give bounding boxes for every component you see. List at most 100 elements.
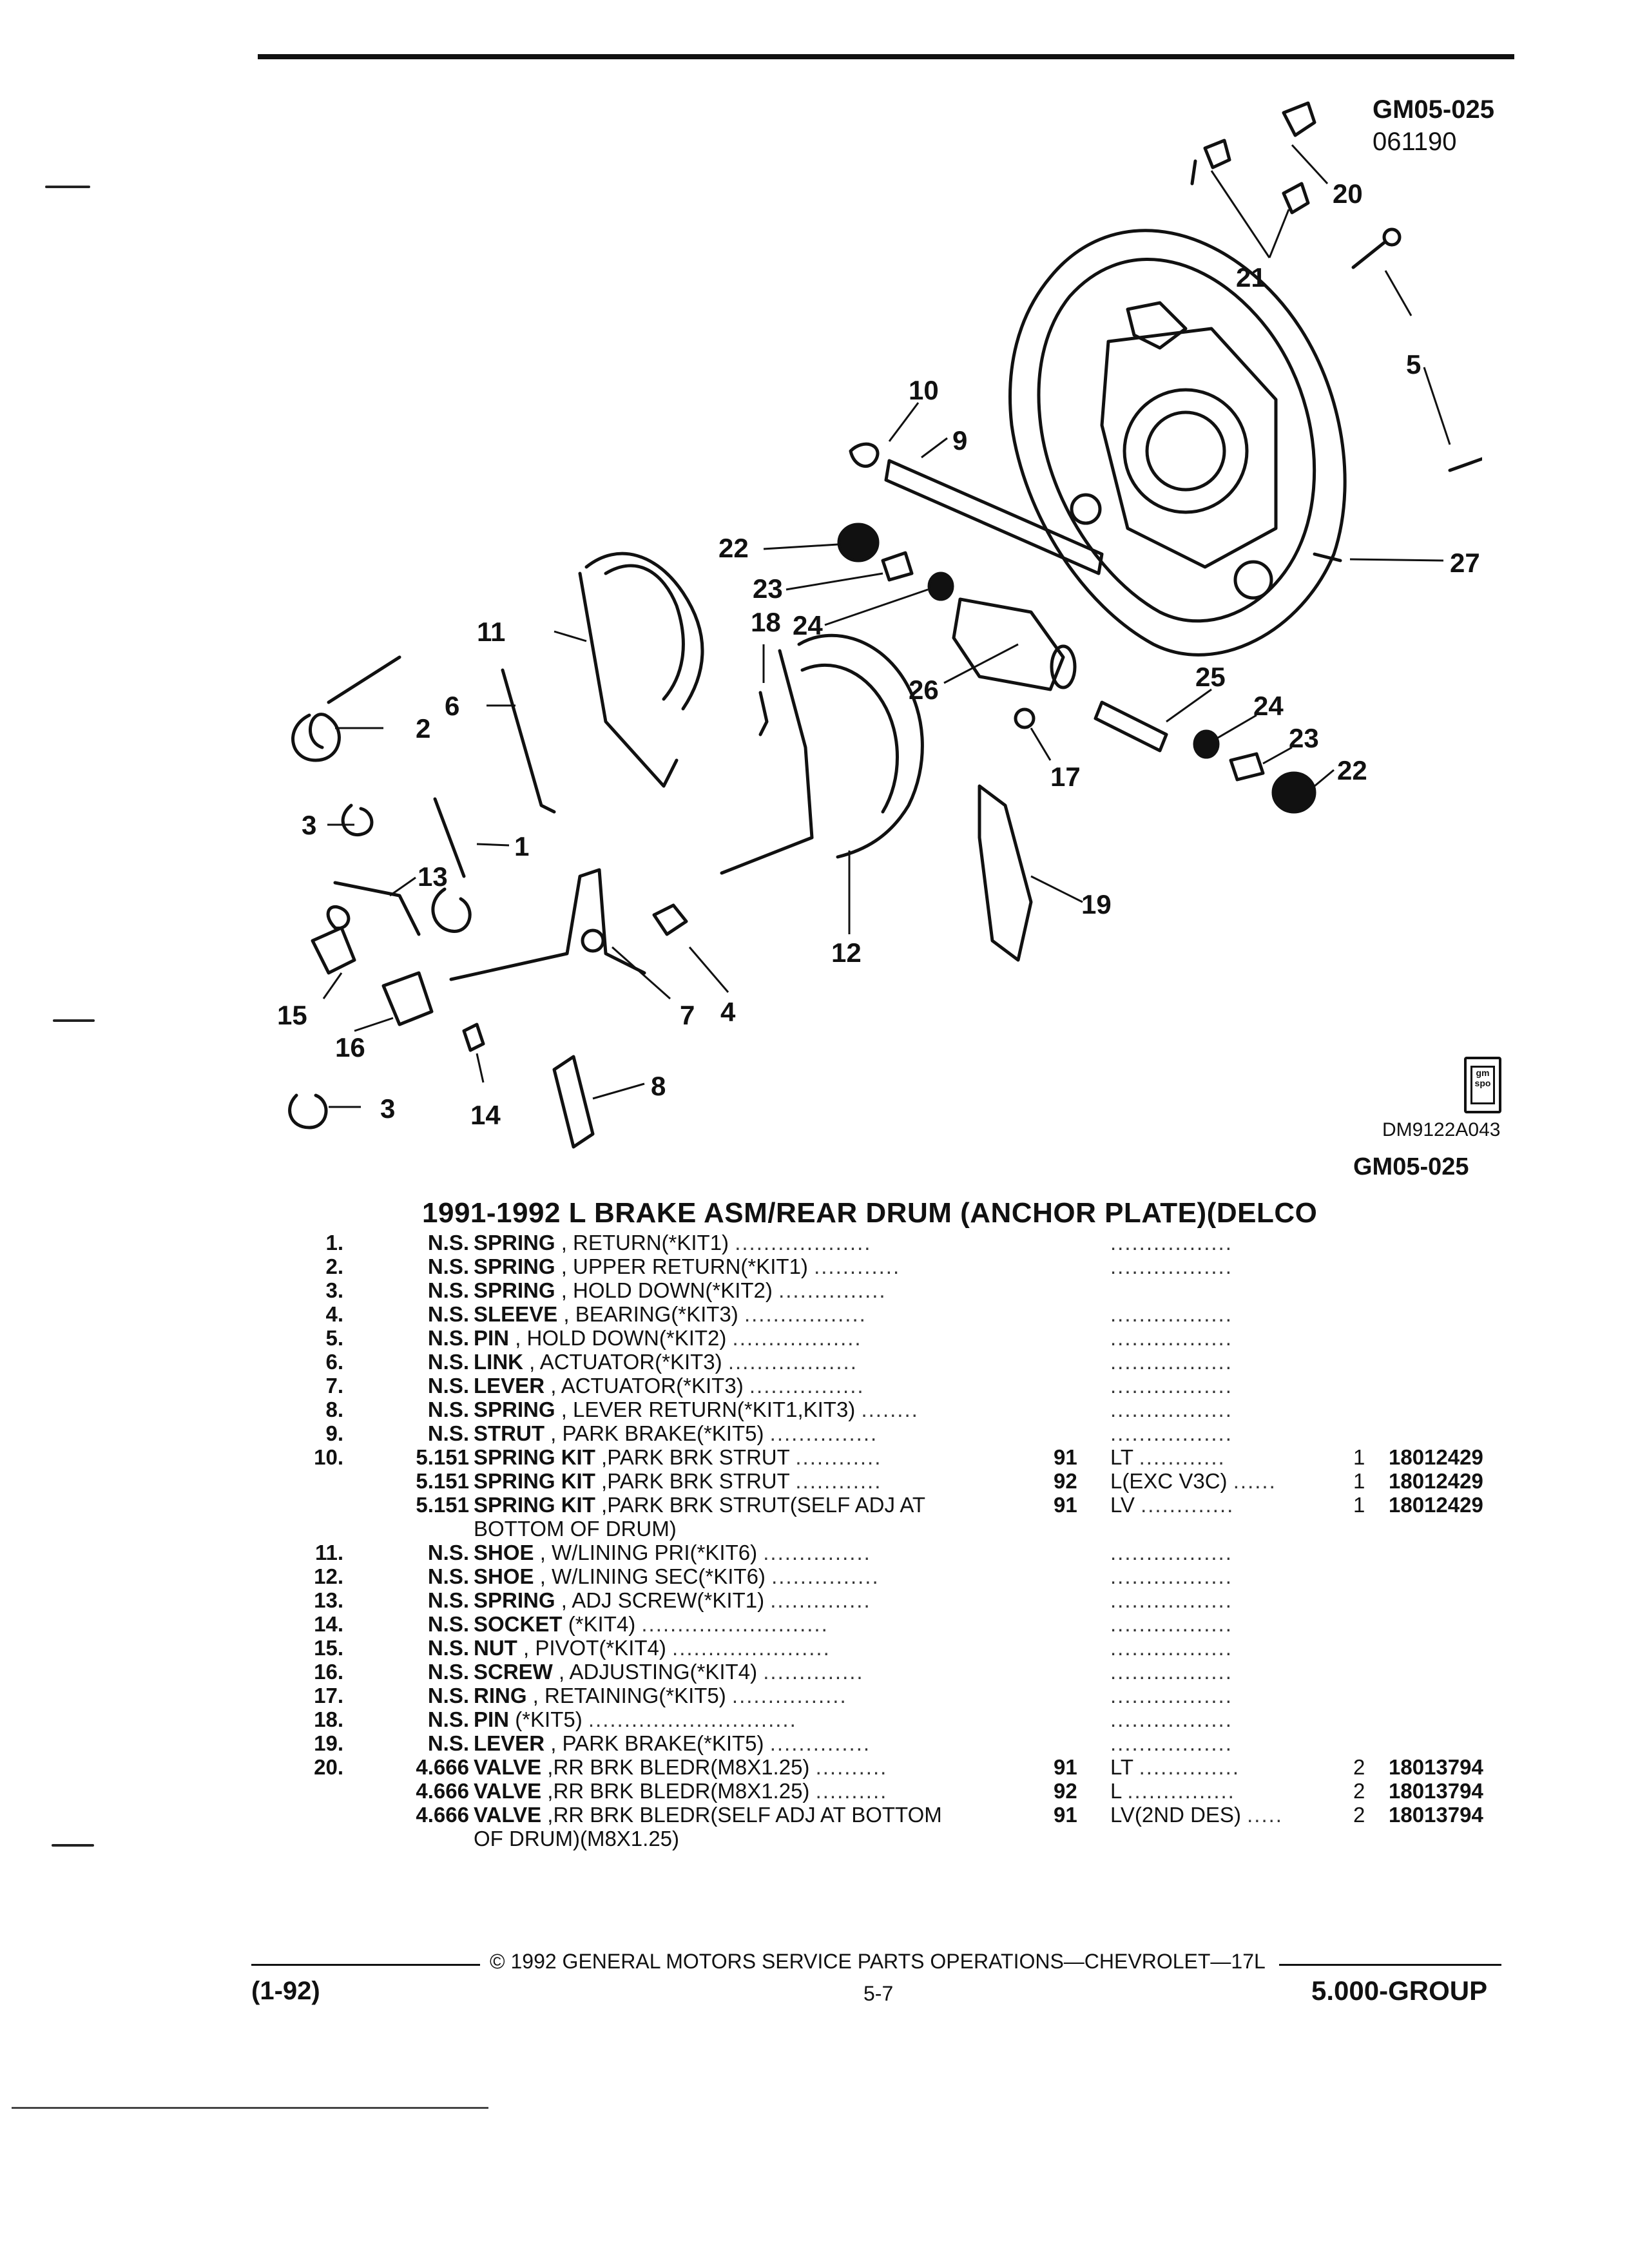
item-detail: , LEVER RETURN(*KIT1,KIT3) xyxy=(561,1398,856,1421)
item-number: 12. xyxy=(314,1564,343,1588)
model-leader: ................. xyxy=(1110,1731,1233,1755)
item-model: LV(2ND DES) ..... xyxy=(1110,1803,1323,1827)
parts-row: 5. N.S. PIN , HOLD DOWN(*KIT2) .........… xyxy=(0,1326,1629,1350)
item-leader: ................. xyxy=(744,1302,867,1326)
item-part-number: 18013794 xyxy=(1389,1755,1483,1779)
callout-label: 8 xyxy=(651,1071,666,1101)
item-detail: , BEARING(*KIT3) xyxy=(563,1302,738,1326)
item-model: ................. xyxy=(1110,1350,1323,1374)
item-part-number: 18012429 xyxy=(1389,1469,1483,1493)
item-price: 4.666 xyxy=(416,1755,469,1779)
item-detail: , ADJ SCREW(*KIT1) xyxy=(561,1588,765,1612)
callout-label: 11 xyxy=(477,617,505,647)
item-name: SPRING KIT xyxy=(474,1493,595,1517)
parts-row: 10. 5.151 SPRING KIT ,PARK BRK STRUT ...… xyxy=(0,1445,1629,1469)
item-description: PIN , HOLD DOWN(*KIT2) .................… xyxy=(474,1326,1002,1350)
item-leader: .................. xyxy=(728,1350,858,1374)
item-description: NUT , PIVOT(*KIT4) .....................… xyxy=(474,1636,1002,1660)
margin-mark xyxy=(45,186,90,188)
model-leader: ................. xyxy=(1110,1254,1233,1278)
model-leader: ................. xyxy=(1110,1660,1233,1684)
model-leader: ...... xyxy=(1233,1469,1277,1493)
page-title: 1991-1992 L BRAKE ASM/REAR DRUM (ANCHOR … xyxy=(422,1197,1318,1229)
item-detail: , RETURN(*KIT1) xyxy=(561,1231,729,1254)
item-detail: , W/LINING SEC(*KIT6) xyxy=(539,1564,766,1588)
item-name: LEVER xyxy=(474,1374,545,1398)
item-number: 11. xyxy=(314,1541,343,1564)
model-leader: ................. xyxy=(1110,1350,1233,1374)
item-description: RING , RETAINING(*KIT5) ................ xyxy=(474,1684,1002,1707)
callout-label: 24 xyxy=(793,610,823,640)
model-leader: ................. xyxy=(1110,1231,1233,1254)
item-model: L ............... xyxy=(1110,1779,1323,1803)
parts-row: 4.666 VALVE ,RR BRK BLEDR(SELF ADJ AT BO… xyxy=(0,1803,1629,1827)
item-detail: ,PARK BRK STRUT xyxy=(601,1469,790,1493)
item-price: N.S. xyxy=(427,1278,469,1302)
item-number: 4. xyxy=(325,1302,343,1326)
callout-label: 12 xyxy=(831,937,862,968)
top-rule xyxy=(258,54,1514,59)
parts-row: 17. N.S. RING , RETAINING(*KIT5) .......… xyxy=(0,1684,1629,1707)
item-leader: .............. xyxy=(763,1660,864,1684)
bottom-stroke xyxy=(12,2107,488,2109)
model-name: L(EXC V3C) xyxy=(1110,1469,1228,1493)
parts-row: 20. 4.666 VALVE ,RR BRK BLEDR(M8X1.25) .… xyxy=(0,1755,1629,1779)
callout-label: 23 xyxy=(753,573,783,604)
item-detail: ,PARK BRK STRUT(SELF ADJ AT xyxy=(601,1493,926,1517)
item-model: ................. xyxy=(1110,1374,1323,1398)
item-detail: ,RR BRK BLEDR(M8X1.25) xyxy=(547,1779,810,1803)
callout-label: 18 xyxy=(751,607,781,637)
item-detail: , PIVOT(*KIT4) xyxy=(523,1636,666,1660)
item-description: SLEEVE , BEARING(*KIT3) ................… xyxy=(474,1302,1002,1326)
diagram-svg: 20 21 5 10 9 27 22 23 24 18 11 26 25 24 … xyxy=(277,101,1511,1149)
item-leader: .................. xyxy=(732,1326,862,1350)
item-detail: , ADJUSTING(*KIT4) xyxy=(559,1660,758,1684)
item-leader: ................... xyxy=(735,1231,872,1254)
callout-label: 14 xyxy=(470,1100,501,1130)
callout-label: 6 xyxy=(445,691,459,721)
callout-label: 13 xyxy=(418,861,448,892)
parts-row: 5.151 SPRING KIT ,PARK BRK STRUT(SELF AD… xyxy=(0,1493,1629,1517)
item-part-number: 18013794 xyxy=(1389,1803,1483,1827)
item-qty: 1 xyxy=(1353,1469,1365,1493)
item-name: SPRING KIT xyxy=(474,1469,595,1493)
item-detail: ,PARK BRK STRUT xyxy=(601,1445,790,1469)
model-leader: ................. xyxy=(1110,1302,1233,1326)
parts-row: 4. N.S. SLEEVE , BEARING(*KIT3) ........… xyxy=(0,1302,1629,1326)
item-detail-continued: OF DRUM)(M8X1.25) xyxy=(474,1827,680,1850)
item-name: LINK xyxy=(474,1350,523,1374)
item-leader: ........ xyxy=(861,1398,919,1421)
model-leader: ................. xyxy=(1110,1684,1233,1707)
item-price: N.S. xyxy=(427,1374,469,1398)
item-detail: ,RR BRK BLEDR(SELF ADJ AT BOTTOM xyxy=(547,1803,942,1827)
item-name: SHOE xyxy=(474,1564,534,1588)
item-number: 19. xyxy=(314,1731,343,1755)
item-name: SPRING xyxy=(474,1278,555,1302)
item-model: ................. xyxy=(1110,1731,1323,1755)
item-leader: ............ xyxy=(814,1254,901,1278)
item-description: SHOE , W/LINING PRI(*KIT6) .............… xyxy=(474,1541,1002,1564)
item-description: SOCKET (*KIT4) .........................… xyxy=(474,1612,1002,1636)
callout-label: 9 xyxy=(952,425,967,456)
parts-row: 15. N.S. NUT , PIVOT(*KIT4) ............… xyxy=(0,1636,1629,1660)
callout-label: 27 xyxy=(1450,548,1480,578)
drawing-ref-code: DM9122A043 xyxy=(1382,1119,1501,1140)
item-part-number: 18012429 xyxy=(1389,1493,1483,1517)
item-model: ................. xyxy=(1110,1636,1323,1660)
item-price: N.S. xyxy=(427,1302,469,1326)
item-price: 4.666 xyxy=(416,1803,469,1827)
item-model: ................. xyxy=(1110,1254,1323,1278)
page-number: 5-7 xyxy=(863,1982,894,2005)
item-description: SPRING , ADJ SCREW(*KIT1) .............. xyxy=(474,1588,1002,1612)
footer-rule-right xyxy=(1279,1964,1501,1966)
diagram-date: 061190 xyxy=(1373,128,1457,156)
footer-revision-date: (1-92) xyxy=(251,1977,320,2005)
callout-label: 2 xyxy=(416,713,430,744)
model-name: LT xyxy=(1110,1755,1133,1779)
item-description: STRUT , PARK BRAKE(*KIT5) ..............… xyxy=(474,1421,1002,1445)
model-name: L xyxy=(1110,1779,1122,1803)
model-leader: ................. xyxy=(1110,1636,1233,1660)
item-detail: , W/LINING PRI(*KIT6) xyxy=(539,1541,758,1564)
item-name: SHOE xyxy=(474,1541,534,1564)
item-qty: 2 xyxy=(1353,1779,1365,1803)
